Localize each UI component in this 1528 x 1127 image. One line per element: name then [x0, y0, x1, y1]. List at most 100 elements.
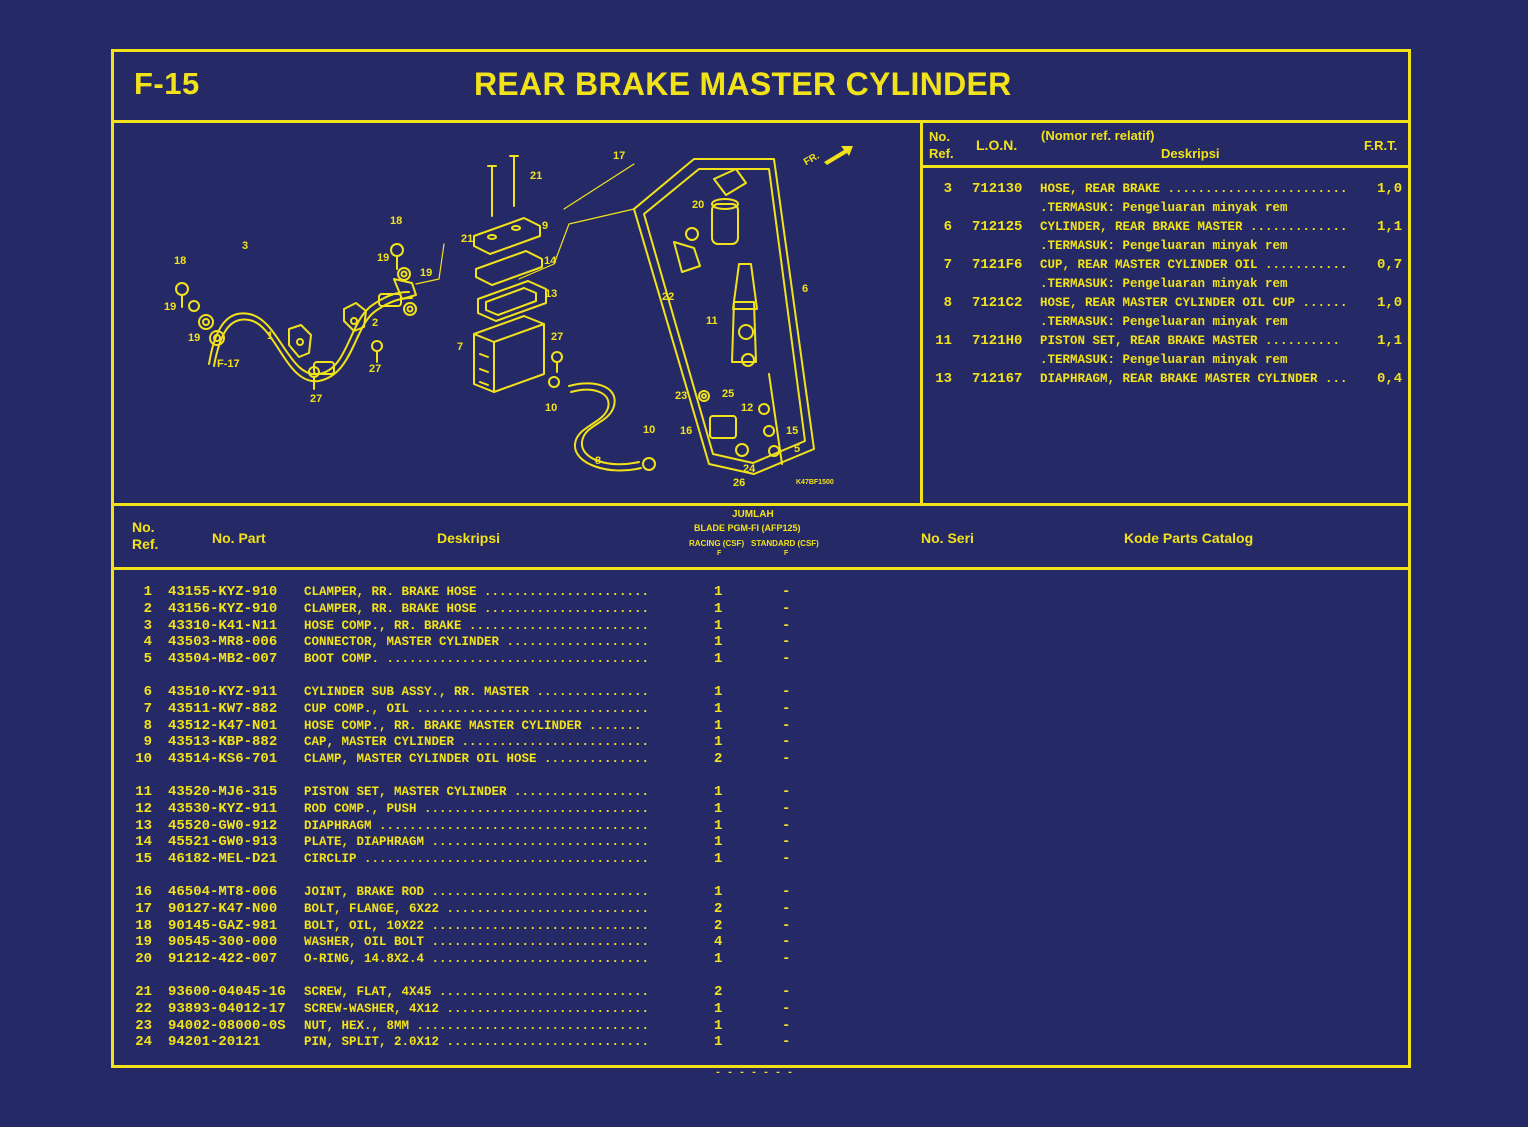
part-description: PIN, SPLIT, 2.0X12 .....................…	[304, 1035, 650, 1050]
part-qty-standard: -	[782, 1000, 791, 1017]
part-qty-racing: 2	[714, 751, 723, 768]
part-qty-racing: 1	[714, 1034, 723, 1051]
part-ref: 9	[143, 734, 152, 751]
svg-text:5: 5	[794, 443, 800, 455]
parts-header-no-seri: No. Seri	[921, 530, 974, 546]
part-qty-standard: -	[782, 651, 791, 668]
frt-lon: 7121F6	[972, 257, 1023, 273]
part-ref: 19	[135, 934, 152, 951]
part-number: 46504-MT8-006	[168, 884, 278, 900]
svg-text:18: 18	[174, 255, 186, 267]
part-description: CAP, MASTER CYLINDER ...................…	[304, 735, 650, 750]
part-qty-racing: 1	[714, 684, 723, 700]
part-qty-racing: 1	[714, 1017, 723, 1034]
part-ref: 21	[135, 984, 152, 1000]
page-title: REAR BRAKE MASTER CYLINDER	[474, 66, 1012, 102]
part-ref: 1	[143, 584, 152, 600]
part-description: PISTON SET, MASTER CYLINDER ............…	[304, 785, 650, 799]
part-number: 43512-K47-N01	[168, 717, 278, 734]
svg-text:25: 25	[722, 388, 734, 400]
part-qty-racing: 2	[714, 917, 723, 934]
frt-ref: 8	[943, 295, 952, 311]
svg-text:27: 27	[369, 363, 381, 375]
part-number: 90127-K47-N00	[168, 900, 278, 917]
part-number: 43511-KW7-882	[168, 700, 278, 717]
part-description: HOSE COMP., RR. BRAKE ..................…	[304, 618, 650, 633]
part-description: CONNECTOR, MASTER CYLINDER .............…	[304, 635, 650, 650]
part-description: PLATE, DIAPHRAGM .......................…	[304, 835, 650, 850]
part-number: 43504-MB2-007	[168, 651, 278, 668]
svg-text:21: 21	[530, 170, 542, 182]
frt-note: .TERMASUK: Pengeluaran minyak rem	[1040, 201, 1288, 215]
parts-header-standard: STANDARD (CSF)	[751, 539, 819, 548]
part-number: 43503-MR8-006	[168, 634, 278, 651]
frt-value: 1,1	[1377, 333, 1403, 349]
frt-note-row: .TERMASUK: Pengeluaran minyak rem	[934, 351, 1414, 370]
part-description: SCREW, FLAT, 4X45 ......................…	[304, 985, 650, 999]
part-qty-racing: 1	[714, 834, 723, 851]
part-description: WASHER, OIL BOLT .......................…	[304, 935, 650, 950]
part-qty-standard: -	[782, 984, 791, 1000]
frt-ref: 13	[935, 371, 952, 387]
svg-text:19: 19	[377, 252, 389, 264]
part-description: CLAMP, MASTER CYLINDER OIL HOSE ........…	[304, 752, 650, 767]
front-direction-arrow	[824, 146, 853, 165]
part-description: CLAMPER, RR. BRAKE HOSE ................…	[304, 601, 650, 616]
part-qty-racing: 1	[714, 784, 723, 800]
part-qty-standard: -	[782, 851, 791, 868]
frt-value: 0,4	[1377, 371, 1403, 387]
frt-lon: 7121C2	[972, 295, 1023, 311]
part-number: 94002-08000-0S	[168, 1017, 286, 1034]
part-description: BOOT COMP. .............................…	[304, 652, 650, 667]
svg-text:20: 20	[692, 199, 704, 211]
frt-value: 1,1	[1377, 219, 1403, 235]
frt-value: 1,0	[1377, 295, 1403, 311]
part-qty-racing: 1	[714, 951, 723, 968]
parts-header-racing-sub: F	[717, 550, 722, 557]
part-ref: 13	[135, 817, 152, 834]
part-qty-racing: 1	[714, 884, 723, 900]
frt-header-divider	[920, 165, 1408, 168]
part-qty-standard: -	[782, 784, 791, 800]
part-number: 90145-GAZ-981	[168, 917, 278, 934]
part-ref: 12	[135, 800, 152, 817]
part-description: NUT, HEX., 8MM .........................…	[304, 1018, 650, 1033]
svg-text:1: 1	[267, 330, 273, 342]
svg-text:9: 9	[542, 220, 548, 232]
part-qty-racing: 2	[714, 900, 723, 917]
part-ref: 10	[135, 751, 152, 768]
frt-description: HOSE, REAR MASTER CYLINDER OIL CUP .....…	[1040, 296, 1348, 310]
part-number: 46182-MEL-D21	[168, 851, 278, 868]
part-ref: 8	[143, 717, 152, 734]
svg-text:14: 14	[544, 255, 557, 267]
part-number: 91212-422-007	[168, 951, 278, 968]
svg-text:11: 11	[706, 315, 718, 327]
part-qty-racing: 1	[714, 600, 723, 617]
part-qty-standard: -	[782, 751, 791, 768]
part-number: 43530-KYZ-911	[168, 800, 278, 817]
svg-text:19: 19	[420, 267, 432, 279]
frt-row: 8 7121C2 HOSE, REAR MASTER CYLINDER OIL CU…	[934, 294, 1414, 313]
svg-text:26: 26	[733, 477, 745, 489]
figure-code: F-15	[134, 66, 200, 101]
part-qty-standard: -	[782, 917, 791, 934]
part-ref: 11	[135, 784, 152, 800]
part-description: HOSE COMP., RR. BRAKE MASTER CYLINDER ..…	[304, 718, 642, 733]
part-ref: 2	[143, 600, 152, 617]
part-qty-racing: 1	[714, 800, 723, 817]
part-description: BOLT, OIL, 10X22 .......................…	[304, 918, 650, 933]
